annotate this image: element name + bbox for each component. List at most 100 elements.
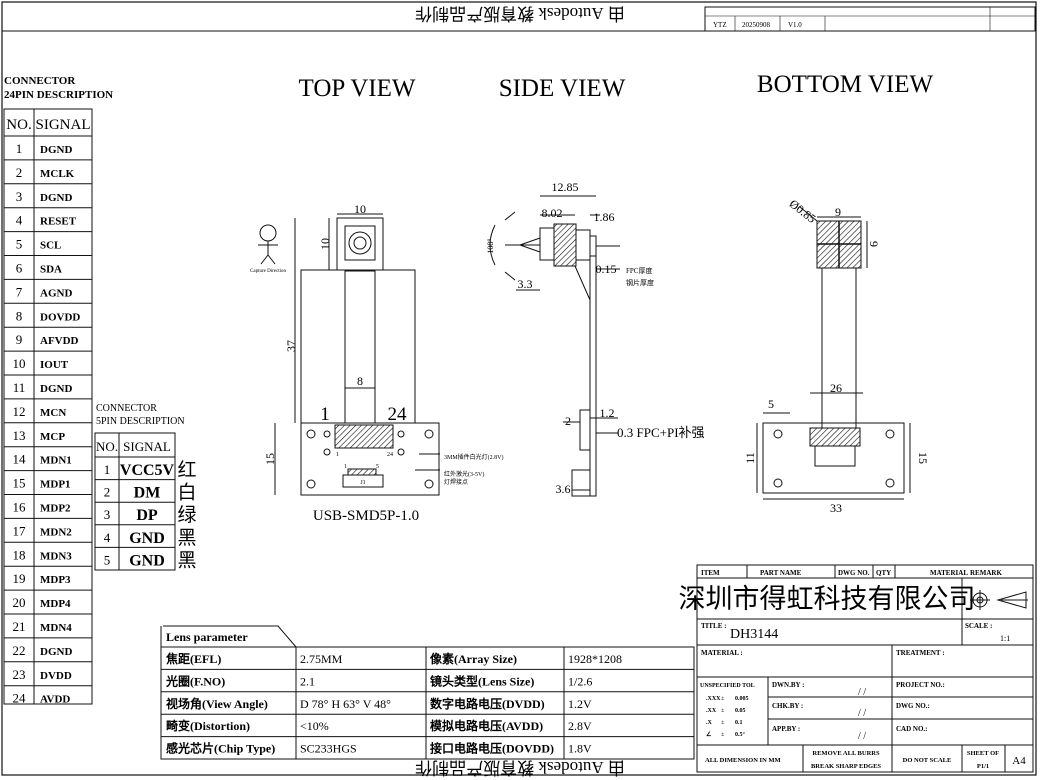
pin5-row-wire-color: 绿 xyxy=(177,504,196,526)
pin24-row-signal: MDP3 xyxy=(40,574,71,586)
tb-all-dimension: ALL DIMENSION IN MM xyxy=(705,757,781,764)
tol-pm: ± xyxy=(721,708,725,714)
pin24-row-no: 4 xyxy=(16,213,23,228)
lens-cell: 视场角(View Angle) xyxy=(166,696,268,711)
tb-title-label: TITLE : xyxy=(701,622,726,630)
tol-value: 0.05 xyxy=(735,708,746,714)
pin24-row-signal: IOUT xyxy=(40,359,69,371)
revision-block: YTZ 20250908 V1.0 xyxy=(704,6,1036,32)
autodesk-stamp-top: 由 Autodesk 教育版产品制作 xyxy=(415,4,625,23)
pin24-row-signal: MDN1 xyxy=(40,455,72,467)
pin5-header-no: NO. xyxy=(96,439,118,454)
tb-burrs-2: BREAK SHARP EDGES xyxy=(811,763,881,770)
top-pin-last: 24 xyxy=(388,404,408,425)
lens-title: Lens parameter xyxy=(166,630,248,644)
lens-cell: <10% xyxy=(300,719,329,733)
tol-prefix: .X xyxy=(706,720,713,726)
pin24-row-no: 16 xyxy=(13,500,27,515)
tol-pm: ± xyxy=(721,732,725,738)
tb-dwn-by: DWN.BY : xyxy=(772,681,804,689)
pin24-row-no: 18 xyxy=(13,547,26,562)
side-note-fpc: FPC厚度 xyxy=(626,266,652,275)
tb-hdr-dwgno: DWG NO. xyxy=(838,569,870,577)
pin24-row-no: 10 xyxy=(13,356,26,371)
rev-cell-author: YTZ xyxy=(713,21,727,29)
top-pin-first: 1 xyxy=(320,404,330,425)
bottom-dim-26: 26 xyxy=(830,381,842,395)
pin24-row-signal: DGND xyxy=(40,192,72,204)
lens-cell: 2.8V xyxy=(568,719,592,733)
pin5-row-signal: DP xyxy=(136,507,158,524)
pin5-row-wire-color: 黑 xyxy=(177,550,196,571)
pin24-row-signal: DGND xyxy=(40,144,72,156)
tb-treatment: TREATMENT : xyxy=(896,649,945,657)
pin24-row-no: 23 xyxy=(13,667,26,682)
tb-hdr-material: MATERIAL xyxy=(930,569,968,577)
projection-symbol-icon xyxy=(970,590,1028,610)
pin24-title-line1: CONNECTOR xyxy=(4,75,76,87)
pin24-row-no: 13 xyxy=(13,428,26,443)
rev-cell-date: 20250908 xyxy=(742,21,771,29)
pin5-row-no: 2 xyxy=(104,485,111,500)
lens-cell: 镜头类型(Lens Size) xyxy=(430,673,534,688)
lens-cell: SC233HGS xyxy=(300,742,357,756)
side-dim-b: 1.86 xyxy=(594,210,615,224)
pin24-row-signal: DGND xyxy=(40,646,72,658)
pin24-row-signal: MDN3 xyxy=(40,550,72,562)
tb-dwg-no: DWG NO.: xyxy=(896,702,930,710)
pin24-row-signal: DGND xyxy=(40,383,72,395)
pin24-row-no: 15 xyxy=(13,476,26,491)
top-pin-small-5: 5 xyxy=(376,464,379,470)
top-note-lamp: 3MM插件白光灯(2.8V) xyxy=(444,453,504,461)
tb-dwn-date: / / xyxy=(858,687,866,698)
pin24-row-signal: DVDD xyxy=(40,670,72,682)
lens-cell: 畸变(Distortion) xyxy=(166,718,250,733)
tb-app-date: / / xyxy=(858,731,866,742)
pin24-row-no: 19 xyxy=(13,571,26,586)
pin24-table: CONNECTOR 24PIN DESCRIPTION NO. SIGNAL 1… xyxy=(3,75,113,706)
tb-sheet-page: P1/1 xyxy=(977,763,989,770)
pin5-row-signal: GND xyxy=(129,530,165,547)
pin24-row-no: 17 xyxy=(13,523,27,538)
tb-material: MATERIAL : xyxy=(701,649,743,657)
pin24-row-signal: AGND xyxy=(40,287,72,299)
top-view-title: TOP VIEW xyxy=(299,75,416,102)
lens-cell: 数字电路电压(DVDD) xyxy=(430,696,545,711)
pin24-header-signal: SIGNAL xyxy=(36,117,91,133)
bottom-dim-15: 15 xyxy=(916,452,930,464)
side-dim-2: 2 xyxy=(565,414,571,428)
pin24-row-no: 21 xyxy=(13,619,26,634)
pin24-row-signal: MCN xyxy=(40,407,66,419)
pin24-row-no: 22 xyxy=(13,643,26,658)
bottom-view-title: BOTTOM VIEW xyxy=(757,71,934,98)
pin24-row-no: 24 xyxy=(13,691,27,706)
side-dim-thickness: 0.15 xyxy=(596,262,617,276)
pin24-row-no: 12 xyxy=(13,404,26,419)
tol-prefix: .XX xyxy=(706,708,717,714)
pin24-row-signal: MDN2 xyxy=(40,526,72,538)
pin24-row-no: 2 xyxy=(16,165,23,180)
tol-value: 0.5° xyxy=(735,731,746,738)
pin24-row-no: 6 xyxy=(16,261,23,276)
top-j1-label: J1 xyxy=(360,480,365,486)
tb-scale-value: 1:1 xyxy=(1000,634,1010,643)
lens-cell: 接口电路电压(DOVDD) xyxy=(430,741,554,756)
tb-burrs-1: REMOVE ALL BURRS xyxy=(812,750,880,757)
pin5-row-no: 4 xyxy=(104,530,111,545)
pin24-row-signal: SCL xyxy=(40,240,61,252)
company-name: 深圳市得虹科技有限公司 xyxy=(679,584,976,614)
lens-cell: 光圈(F.NO) xyxy=(165,673,225,688)
tb-chk-date: / / xyxy=(858,708,866,719)
tb-sheet-of: SHEET OF xyxy=(967,750,999,757)
side-dim-3-6: 3.6 xyxy=(556,482,571,496)
autodesk-stamp-bottom: 由 Autodesk 教育版产品制作 xyxy=(415,758,625,777)
pin24-row-no: 11 xyxy=(13,380,26,395)
lens-cell: 1.2V xyxy=(568,697,592,711)
pin5-row-signal: GND xyxy=(129,552,165,569)
pin5-title-line2: 5PIN DESCRIPTION xyxy=(96,416,185,427)
top-dim-height: 10 xyxy=(318,238,332,250)
pin24-row-no: 7 xyxy=(16,284,23,299)
pin5-row-no: 3 xyxy=(104,507,111,522)
